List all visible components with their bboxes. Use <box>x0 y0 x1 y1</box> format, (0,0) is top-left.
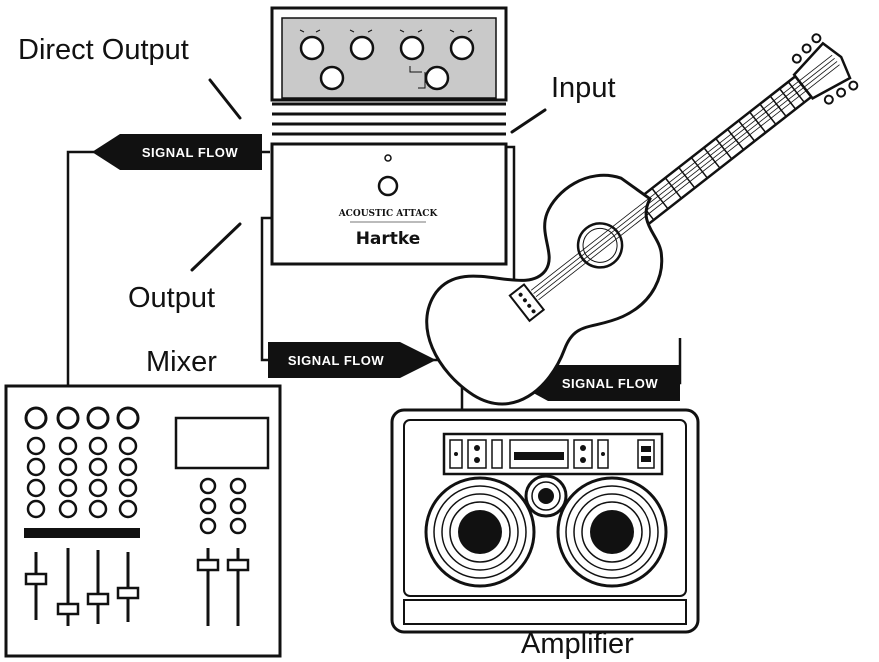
signal-flow-arrow-from-guitar: SIGNAL FLOW <box>515 365 680 401</box>
signal-flow-label: SIGNAL FLOW <box>562 376 658 391</box>
label-pointers <box>190 78 547 272</box>
amp-controls <box>449 439 655 469</box>
amp-tweeter <box>524 474 568 518</box>
pedal-knobs <box>299 35 475 91</box>
label-direct-output: Direct Output <box>18 34 189 66</box>
pedal-knob <box>449 35 475 61</box>
pedal-led <box>384 154 392 162</box>
signal-flow-label: SIGNAL FLOW <box>142 145 238 160</box>
pointer-output <box>190 222 242 272</box>
label-output: Output <box>128 282 216 314</box>
pedal-knob <box>399 35 425 61</box>
guitar-strings <box>530 54 840 301</box>
pedal-knob <box>299 35 325 61</box>
label-mixer: Mixer <box>146 346 217 378</box>
label-input: Input <box>551 72 616 104</box>
pedal-knob <box>424 65 450 91</box>
guitar-bridge-pins <box>518 292 536 314</box>
amp-speaker-left <box>424 476 536 588</box>
pedal-model-name: ACOUSTIC ATTACK <box>338 209 439 219</box>
pointer-direct-output <box>208 78 242 120</box>
mixer-input-knobs <box>24 406 140 430</box>
pedal-ribs <box>272 102 506 146</box>
mixer-master-knobs <box>199 477 247 535</box>
pedal-knob <box>319 65 345 91</box>
mixer <box>4 384 282 658</box>
label-amplifier: Amplifier <box>521 628 634 660</box>
amp-control-dots <box>454 445 651 463</box>
mixer-display <box>174 416 270 470</box>
pedal-panel-markings <box>299 29 473 89</box>
cable-output-to-amplifier <box>260 216 464 448</box>
guitar-tuning-pegs <box>791 33 859 105</box>
mixer-master-faders <box>196 548 250 626</box>
pedal-brand-logo: Hartke <box>356 229 421 249</box>
pedal-footswitch <box>377 175 399 197</box>
signal-flow-label: SIGNAL FLOW <box>288 353 384 368</box>
amp-base <box>403 599 687 625</box>
amp-speaker-right <box>556 476 668 588</box>
mixer-eq-knobs <box>26 436 138 519</box>
acoustic-guitar <box>425 33 859 406</box>
guitar-sound-hole <box>576 222 624 269</box>
amplifier <box>390 408 700 634</box>
signal-flow-arrow-to-amp: SIGNAL FLOW <box>268 342 436 378</box>
pedal-body <box>270 142 508 266</box>
signal-flow-arrow-direct: SIGNAL FLOW <box>92 134 262 170</box>
mixer-channel-faders <box>24 548 140 626</box>
guitar-neck <box>620 74 814 234</box>
pointer-input <box>510 108 547 134</box>
mixer-divider-strip <box>24 528 140 538</box>
pedal-knob <box>349 35 375 61</box>
pedal-acoustic-attack: ACOUSTIC ATTACK Hartke <box>270 6 508 266</box>
